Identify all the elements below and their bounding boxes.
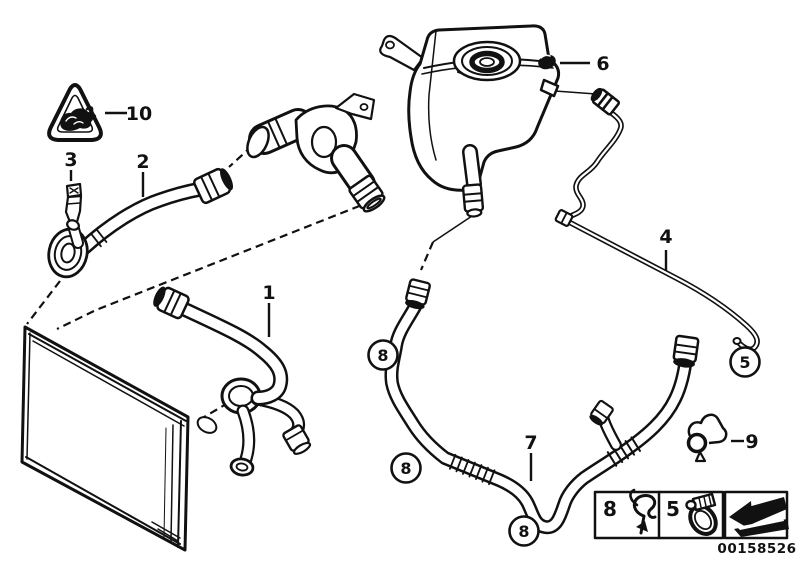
direction-arrow-icon bbox=[729, 497, 789, 537]
legend: 8 5 00158526 bbox=[593, 488, 796, 557]
callout-7[interactable]: 7 bbox=[524, 432, 538, 481]
callout-8-circle-a[interactable]: 8 bbox=[367, 339, 399, 371]
legend-clamp-number: 5 bbox=[666, 497, 680, 521]
expansion-tank bbox=[379, 24, 561, 218]
radiator bbox=[20, 325, 218, 552]
scald-warning-icon bbox=[47, 83, 103, 142]
svg-text:8: 8 bbox=[518, 522, 529, 541]
quick-connector bbox=[672, 334, 700, 368]
svg-text:5: 5 bbox=[739, 353, 750, 372]
level-sensor-fitting bbox=[461, 183, 485, 218]
hose-clamp-icon bbox=[685, 492, 718, 536]
hose-coupling bbox=[192, 167, 234, 205]
svg-text:8: 8 bbox=[377, 346, 388, 365]
legend-part-code: 00158526 bbox=[717, 541, 796, 557]
callout-5-circle[interactable]: 5 bbox=[729, 346, 761, 378]
upper-radiator-hose bbox=[47, 167, 234, 279]
callout-9[interactable]: 9 bbox=[731, 431, 759, 453]
callout-10[interactable]: 10 bbox=[105, 103, 152, 125]
quick-connector bbox=[590, 87, 621, 116]
callout-6[interactable]: 6 bbox=[560, 53, 610, 75]
callout-8-circle-b[interactable]: 8 bbox=[390, 452, 422, 484]
svg-text:8: 8 bbox=[400, 459, 411, 478]
hose-coupling bbox=[282, 424, 312, 455]
lower-radiator-hose bbox=[153, 286, 312, 477]
label-10: 10 bbox=[126, 103, 152, 125]
label-2: 2 bbox=[136, 151, 149, 173]
label-9: 9 bbox=[745, 431, 758, 453]
callout-3[interactable]: 3 bbox=[64, 149, 78, 181]
hose-coupling bbox=[153, 286, 190, 320]
vent-pipe bbox=[554, 87, 760, 352]
callout-1[interactable]: 1 bbox=[262, 282, 276, 337]
retaining-clip bbox=[686, 413, 728, 463]
callout-4[interactable]: 4 bbox=[659, 226, 673, 271]
engine-vent-hose-assembly bbox=[384, 278, 700, 535]
ribbed-collar bbox=[606, 436, 641, 467]
label-3: 3 bbox=[64, 149, 77, 171]
vent-plug bbox=[538, 54, 556, 70]
label-4: 4 bbox=[659, 226, 672, 248]
legend-clip-number: 8 bbox=[603, 497, 617, 521]
label-1: 1 bbox=[262, 282, 275, 304]
callout-2[interactable]: 2 bbox=[136, 151, 150, 197]
callout-8-circle-c[interactable]: 8 bbox=[508, 515, 540, 547]
hose-coupling bbox=[589, 399, 614, 426]
thermostat-elbow-connector bbox=[246, 92, 386, 213]
quick-connector bbox=[405, 278, 431, 310]
label-6: 6 bbox=[596, 53, 609, 75]
corrugated-section bbox=[449, 453, 496, 486]
label-7: 7 bbox=[524, 432, 537, 454]
hose-coupling bbox=[348, 174, 386, 213]
tank-cap bbox=[452, 40, 522, 82]
spring-clip-icon bbox=[629, 488, 657, 535]
